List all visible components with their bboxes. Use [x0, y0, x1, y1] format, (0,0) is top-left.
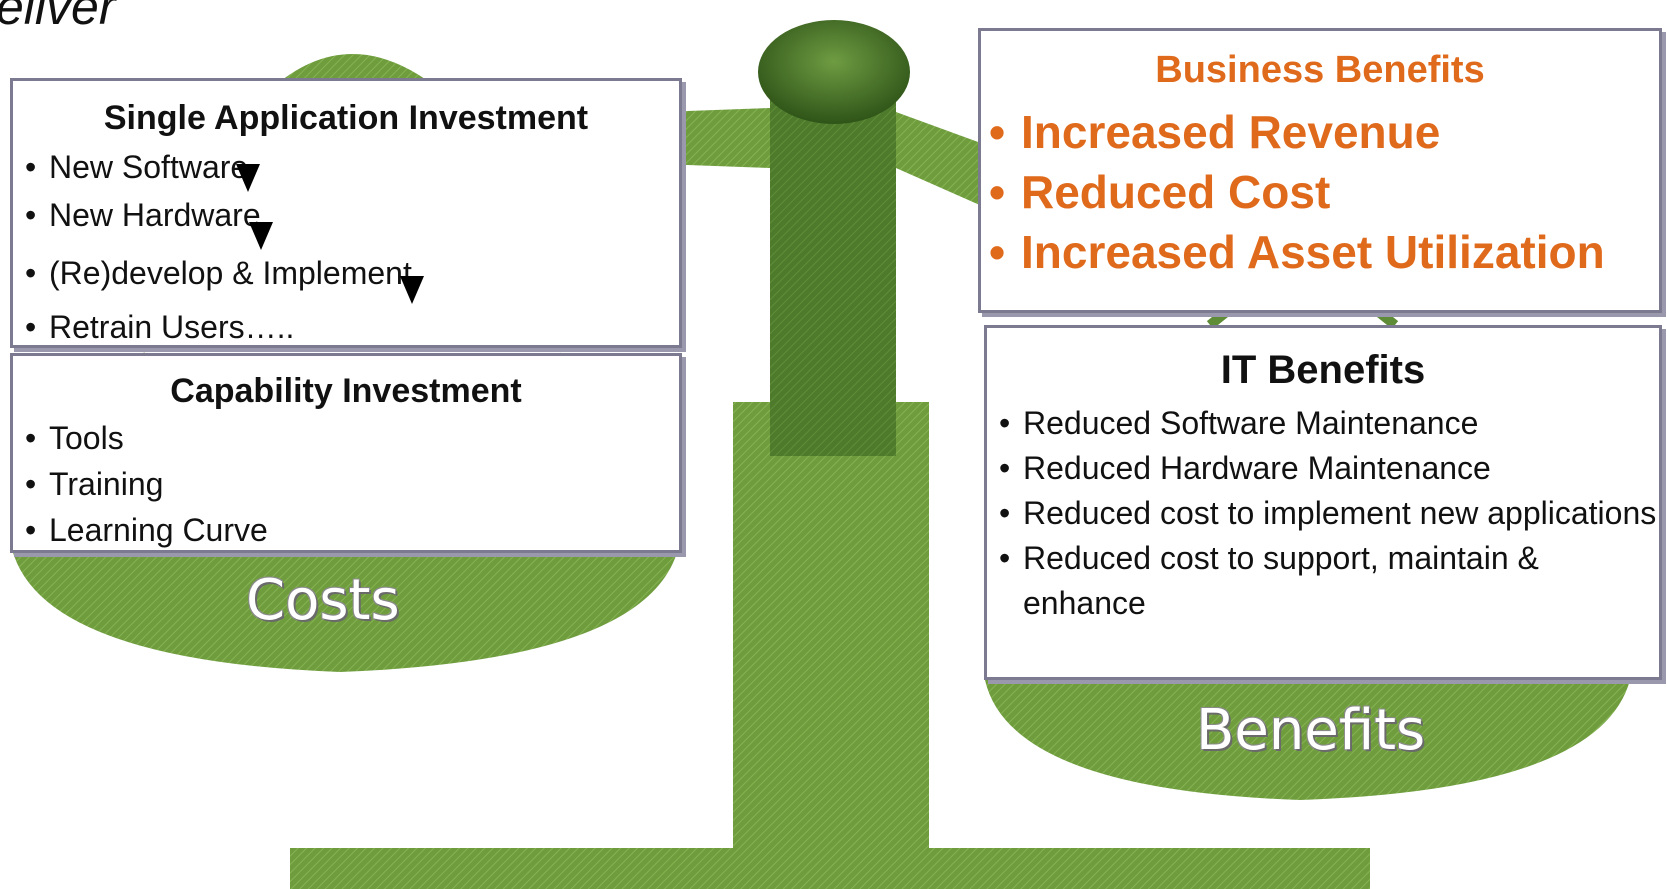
single-application-list: •New Software •New Hardware •(Re)develop…	[13, 144, 679, 350]
list-item: •Reduced Hardware Maintenance	[999, 450, 1491, 486]
costs-pan-label: Costs	[246, 568, 400, 633]
slide-title-fragment: eliver	[0, 0, 116, 35]
capability-investment-box: Capability Investment •Tools •Training •…	[10, 353, 682, 553]
business-benefits-box: Business Benefits •Increased Revenue •Re…	[978, 28, 1662, 313]
scale-pillar-lower	[733, 402, 929, 862]
it-benefits-list: •Reduced Software Maintenance •Reduced H…	[987, 401, 1659, 626]
list-item: •Reduced Cost	[989, 166, 1331, 218]
down-arrow-icon	[248, 222, 273, 250]
down-arrow-icon	[236, 164, 261, 192]
list-item: •Increased Revenue	[989, 106, 1441, 158]
list-item: •Reduced cost to implement new applicati…	[999, 495, 1657, 531]
scale-knob	[758, 20, 910, 124]
list-item: •Reduced cost to support, maintain & enh…	[999, 540, 1539, 621]
single-application-investment-box: Single Application Investment •New Softw…	[10, 78, 682, 348]
list-item: •New Hardware	[13, 192, 679, 250]
list-item: •Tools	[25, 420, 124, 456]
it-benefits-heading: IT Benefits	[1220, 348, 1426, 392]
list-item: •Training	[25, 466, 164, 502]
capability-heading: Capability Investment	[170, 372, 522, 410]
scale-column	[770, 80, 896, 456]
it-benefits-box: IT Benefits •Reduced Software Maintenanc…	[984, 325, 1662, 680]
list-item: •Reduced Software Maintenance	[999, 405, 1479, 441]
down-arrow-icon	[399, 276, 424, 304]
business-benefits-heading: Business Benefits	[1155, 49, 1485, 91]
business-benefits-list: •Increased Revenue •Reduced Cost •Increa…	[981, 102, 1659, 282]
scale-beam-right	[896, 112, 1000, 214]
list-item: •Increased Asset Utilization	[989, 226, 1605, 278]
right-pan-bowl	[985, 680, 1630, 800]
benefits-pan-label: Benefits	[1196, 698, 1426, 763]
list-item: •Retrain Users…..	[25, 309, 295, 345]
scale-beam	[660, 108, 770, 168]
single-application-heading: Single Application Investment	[103, 99, 589, 137]
capability-list: •Tools •Training •Learning Curve	[13, 415, 679, 553]
left-pan-bowl	[10, 540, 680, 672]
list-item: •New Software	[13, 144, 679, 192]
list-item: •(Re)develop & Implement	[13, 250, 679, 304]
list-item: •Learning Curve	[25, 512, 268, 548]
